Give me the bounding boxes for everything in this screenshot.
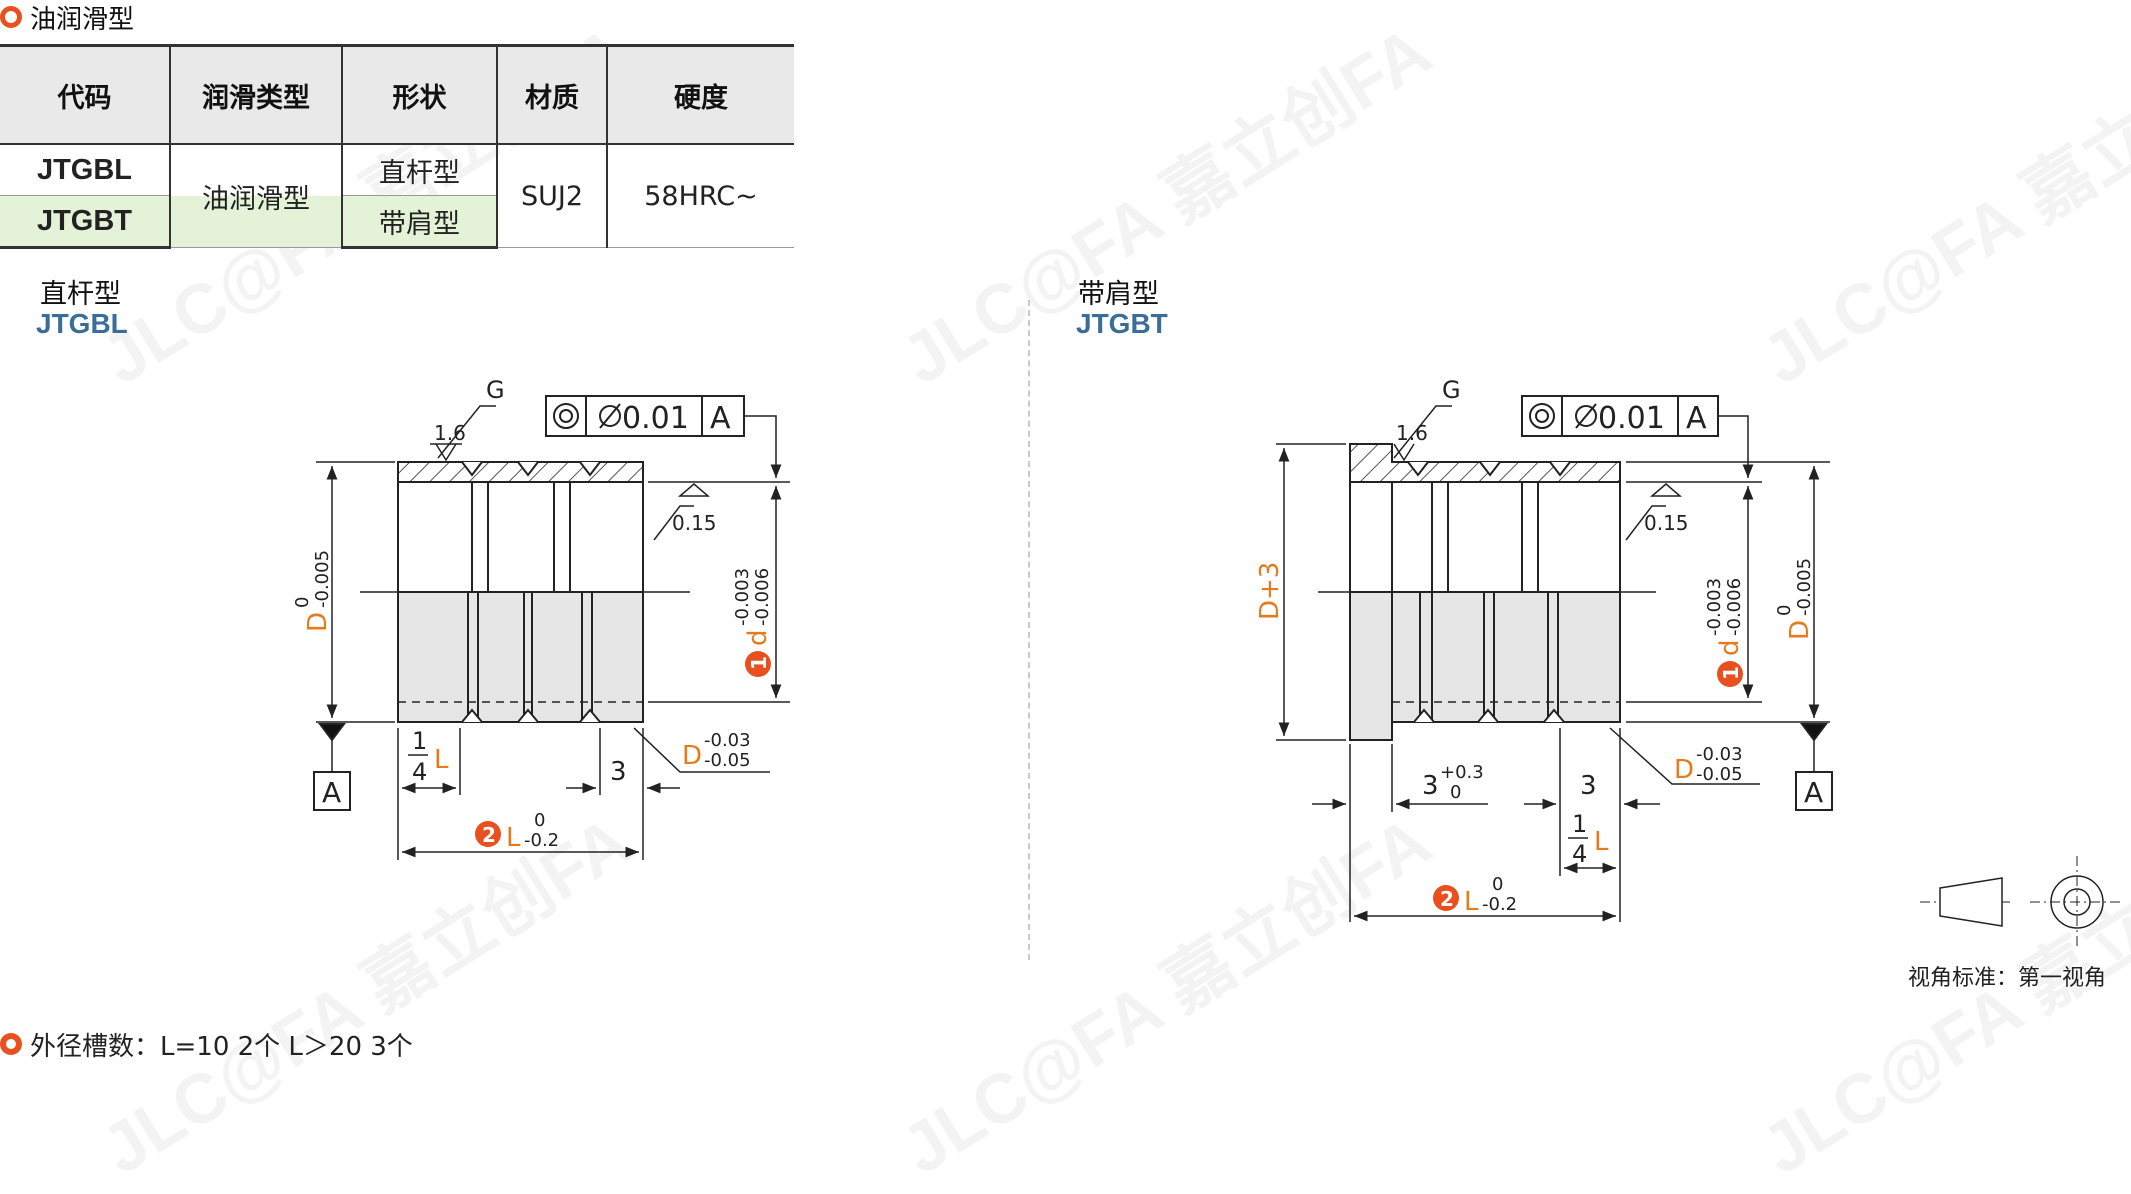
left-groove-d-upper: -0.03	[704, 730, 751, 751]
left-view-title: 直杆型	[40, 279, 121, 310]
table-cell-code: JTGBT	[0, 195, 170, 249]
right-dim-runout: 0.15	[1644, 511, 1689, 535]
right-dim-datum-ref: A	[1686, 401, 1707, 436]
right-dim-flange: 3	[1422, 771, 1439, 801]
right-quarter-den: 4	[1572, 840, 1587, 868]
left-outer-body	[397, 591, 644, 723]
table-row: JTGBT 带肩型	[0, 195, 794, 249]
section-title: 油润滑型	[30, 4, 135, 35]
column-header: 材质	[496, 44, 607, 145]
column-header: 硬度	[606, 44, 794, 145]
table-row: JTGBL 油润滑型 直杆型 SUJ2 58HRC~	[0, 144, 794, 248]
right-groove-d-upper: -0.03	[1696, 744, 1743, 765]
right-drawing	[1276, 395, 2124, 948]
left-quarter-l: L	[434, 745, 449, 775]
column-header: 润滑类型	[169, 44, 342, 145]
left-drawing	[313, 395, 790, 860]
right-dim-roughness: 1.6	[1396, 421, 1428, 445]
left-d-inner-upper: -0.003	[732, 568, 753, 626]
left-dim-d-inner: d	[743, 629, 773, 646]
left-l-lower: -0.2	[524, 830, 559, 851]
left-d-inner-lower: -0.006	[752, 568, 773, 626]
table-cell-hardness: 58HRC~	[606, 144, 794, 248]
column-header: 代码	[0, 44, 170, 145]
left-d-outer-lower: -0.005	[312, 550, 333, 608]
right-datum-label: A	[1804, 776, 1823, 809]
right-d-outer-upper: 0	[1774, 605, 1795, 616]
ring-bullet-icon	[0, 6, 22, 28]
right-d-inner-lower: -0.006	[1724, 578, 1745, 636]
ring-bullet-icon	[0, 1033, 22, 1055]
right-d-outer-lower: -0.005	[1794, 558, 1815, 616]
left-dim-g: G	[486, 376, 505, 404]
spec-table: 代码 润滑类型 形状 材质 硬度 JTGBL 油润滑型 直杆型 SUJ2 58H…	[0, 44, 794, 249]
left-dim-concentricity: 0.01	[622, 401, 689, 436]
right-dim-d-plus: D+3	[1255, 562, 1285, 620]
left-badge-d: 1	[747, 656, 771, 670]
right-dim-d-outer: D	[1785, 620, 1815, 640]
right-view-title: 带肩型	[1078, 279, 1159, 310]
right-flange-lower: 0	[1450, 782, 1461, 803]
right-dim-g: G	[1442, 376, 1461, 404]
groove-count-note: 外径槽数：L=10 2个 L＞20 3个	[0, 1024, 413, 1064]
left-dim-d-outer: D	[303, 612, 333, 632]
right-groove-d-lower: -0.05	[1696, 764, 1743, 785]
right-badge-d: 1	[1719, 666, 1743, 680]
right-l-lower: -0.2	[1482, 894, 1517, 915]
left-l-upper: 0	[534, 810, 545, 831]
table-cell-code: JTGBL	[0, 144, 170, 196]
left-dim-datum-ref: A	[710, 401, 731, 436]
table-cell-lubrication: 油润滑型	[169, 144, 342, 248]
left-view-code: JTGBL	[36, 308, 128, 339]
left-badge-l: 2	[482, 823, 496, 847]
right-dim-d-inner: d	[1715, 639, 1745, 656]
table-cell-shape: 带肩型	[341, 195, 497, 249]
left-quarter-den: 4	[412, 758, 427, 786]
projection-label: 视角标准：第一视角	[1908, 966, 2107, 991]
right-d-inner-upper: -0.003	[1704, 578, 1725, 636]
right-dim-groove: 3	[1580, 771, 1597, 801]
section-header: 油润滑型	[0, 0, 135, 35]
right-dim-concentricity: 0.01	[1598, 401, 1665, 436]
left-dim-groove: 3	[610, 757, 627, 787]
right-dim-l: L	[1464, 887, 1479, 917]
right-l-upper: 0	[1492, 874, 1503, 895]
note-text: 外径槽数：L=10 2个 L＞20 3个	[30, 1031, 413, 1062]
left-dim-l: L	[506, 823, 521, 853]
right-view-code: JTGBT	[1076, 308, 1168, 339]
left-groove-d-lower: -0.05	[704, 750, 751, 771]
table-header-row: 代码 润滑类型 形状 材质 硬度	[0, 44, 794, 145]
table-cell-shape: 直杆型	[341, 144, 497, 196]
left-dim-roughness: 1.6	[434, 421, 466, 445]
left-groove-d: D	[682, 741, 702, 771]
view-divider	[1028, 300, 1030, 960]
table-cell-material: SUJ2	[496, 144, 607, 248]
left-d-outer-upper: 0	[292, 597, 313, 608]
right-flange-upper: +0.3	[1440, 762, 1484, 783]
left-quarter-num: 1	[412, 727, 427, 755]
left-dim-runout: 0.15	[672, 511, 717, 535]
right-quarter-l: L	[1594, 827, 1609, 857]
right-outer-body	[1391, 591, 1621, 723]
right-quarter-num: 1	[1572, 810, 1587, 838]
column-header: 形状	[341, 44, 497, 145]
right-badge-l: 2	[1440, 887, 1454, 911]
technical-drawing: G 1.6 0.01 A A 0.15 1 4 L 3 D -0.03 -0.0…	[292, 376, 2124, 948]
left-datum-label: A	[322, 776, 341, 809]
right-groove-d: D	[1674, 755, 1694, 785]
